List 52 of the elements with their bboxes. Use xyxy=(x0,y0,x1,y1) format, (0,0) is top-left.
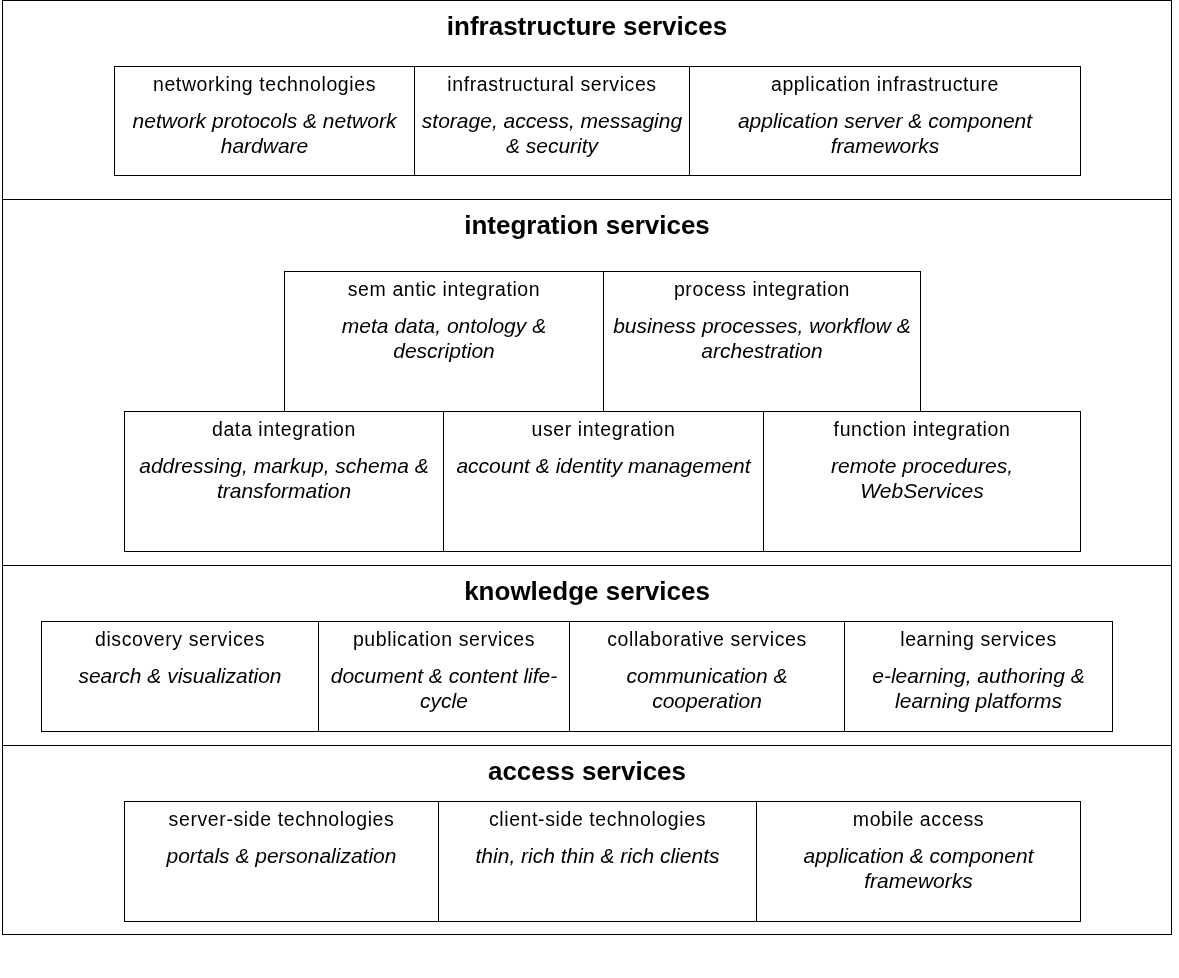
service-description: business processes, workflow & archestration xyxy=(612,313,912,364)
service-description: application server & component frameworks xyxy=(736,108,1034,159)
service-description: addressing, markup, schema & transformation xyxy=(138,453,430,504)
service-description: portals & personalization xyxy=(165,843,398,869)
service-name: collaborative services xyxy=(606,628,808,651)
service-box xyxy=(689,66,1081,176)
service-name: learning services xyxy=(899,628,1058,651)
service-name: user integration xyxy=(530,418,677,441)
service-name: client-side technologies xyxy=(487,808,708,831)
service-box xyxy=(414,66,690,176)
service-description: storage, access, messaging & security xyxy=(420,108,684,159)
layer-title: infrastructure services xyxy=(445,11,729,42)
service-box xyxy=(844,621,1113,732)
service-description: meta data, ontology & description xyxy=(340,313,548,364)
service-box xyxy=(124,801,439,922)
layer-title: knowledge services xyxy=(463,576,711,607)
layer-band xyxy=(2,199,1172,566)
service-description: search & visualization xyxy=(77,663,283,689)
service-name: publication services xyxy=(351,628,537,651)
service-name: server-side technologies xyxy=(167,808,396,831)
layer-title: integration services xyxy=(463,210,711,241)
service-box xyxy=(569,621,845,732)
service-box xyxy=(763,411,1081,552)
service-description: e-learning, authoring & learning platforms xyxy=(871,663,1086,714)
service-box xyxy=(41,621,319,732)
service-description: application & component frameworks xyxy=(802,843,1036,894)
service-description: account & identity management xyxy=(455,453,753,479)
service-box xyxy=(756,801,1081,922)
service-name: networking technologies xyxy=(152,73,377,96)
service-name: mobile access xyxy=(851,808,986,831)
service-box xyxy=(284,271,604,412)
service-box xyxy=(114,66,415,176)
layer-title: access services xyxy=(486,756,688,787)
service-description: remote procedures, WebServices xyxy=(829,453,1015,504)
service-box xyxy=(603,271,921,412)
service-name: process integration xyxy=(672,278,852,301)
service-description: network protocols & network hardware xyxy=(131,108,398,159)
service-name: application infrastructure xyxy=(769,73,1000,96)
service-name: function integration xyxy=(832,418,1012,441)
service-name: discovery services xyxy=(93,628,267,651)
service-box xyxy=(318,621,570,732)
layer-band xyxy=(2,0,1172,200)
service-name: infrastructural services xyxy=(446,73,658,96)
layer-band xyxy=(2,565,1172,746)
service-box xyxy=(124,411,444,552)
layer-band xyxy=(2,745,1172,935)
service-description: thin, rich thin & rich clients xyxy=(474,843,721,869)
service-description: document & content life-cycle xyxy=(329,663,559,714)
service-description: communication & cooperation xyxy=(625,663,789,714)
service-name: sem antic integration xyxy=(346,278,542,301)
service-name: data integration xyxy=(210,418,357,441)
service-box xyxy=(438,801,757,922)
